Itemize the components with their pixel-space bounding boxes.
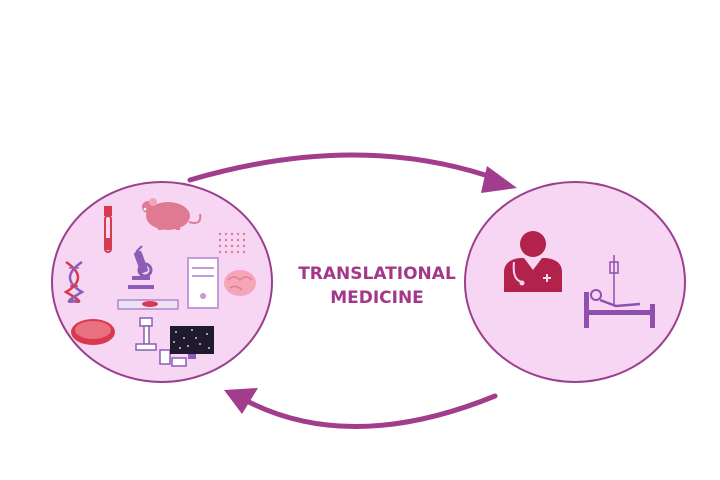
patient-bed-icon (584, 255, 655, 328)
petri-dish-icon (71, 319, 115, 345)
arrow-to-lab (242, 393, 498, 430)
brain-icon (224, 270, 256, 296)
computer-tower-icon (187, 257, 219, 309)
doctor-icon (504, 231, 562, 292)
monitor-icon (170, 326, 214, 359)
arrow-head-to-clinic (481, 166, 517, 193)
arrow-head-to-lab (224, 388, 258, 414)
slide-icon (117, 299, 179, 310)
arrow-to-clinic (187, 152, 503, 183)
dna-icon (63, 260, 85, 303)
blood-tube-icon (104, 206, 112, 253)
title-line-2: MEDICINE (330, 288, 424, 308)
mouse-icon (142, 198, 202, 230)
clinical-circle (464, 181, 686, 383)
dot-grid-icon (218, 232, 246, 254)
title-line-1: TRANSLATIONAL (298, 264, 456, 284)
microscope-icon (128, 245, 154, 289)
microscope-workstation-icon (135, 317, 187, 367)
